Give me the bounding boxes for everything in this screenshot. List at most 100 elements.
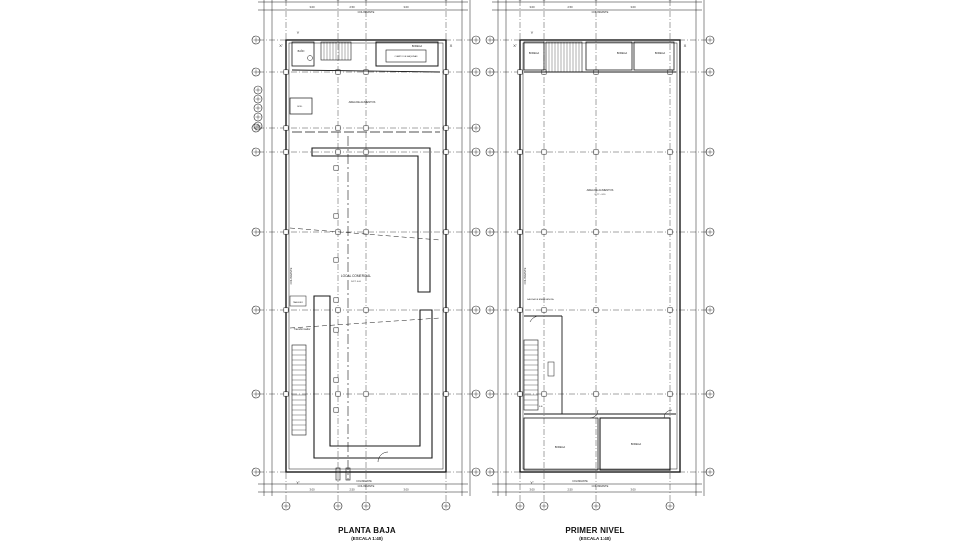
food-area-label: AREA DE ALIMENTOS — [349, 100, 376, 104]
door-swing — [377, 451, 389, 463]
door-swing — [529, 315, 541, 323]
structural-column — [443, 391, 449, 397]
column-marker — [333, 257, 339, 263]
axis-letter: X' — [279, 43, 283, 48]
structural-column — [283, 307, 289, 313]
axis-bubble-bottom — [281, 501, 291, 511]
axis-bubble-right — [705, 147, 715, 157]
stair-tag: S.E. — [539, 406, 544, 408]
structural-column — [283, 69, 289, 75]
tablero-label: TABLERO — [293, 301, 303, 304]
axis-bubble-bottom — [591, 501, 601, 511]
primer-nivel-title: PRIMER NIVEL — [565, 526, 625, 535]
counter-upper — [311, 147, 431, 293]
colindante-side-label: COLINDANTE — [523, 267, 527, 284]
axis-letter: X — [450, 43, 453, 48]
exterior-wall — [519, 39, 681, 473]
axis-bubble-right — [705, 35, 715, 45]
machine-room-box — [385, 49, 427, 63]
axis-bubble-bottom — [361, 501, 371, 511]
detail-bubble — [253, 112, 263, 122]
structural-column — [443, 229, 449, 235]
bodega-room — [375, 41, 439, 67]
structural-column — [443, 69, 449, 75]
column-marker — [333, 213, 339, 219]
axis-bubble-right — [471, 305, 481, 315]
bodega-3-label: BODEGA — [655, 52, 666, 55]
bodega-1-label: BODEGA — [529, 52, 540, 55]
primer-nivel-scale: (ESCALA 1:40) — [579, 536, 611, 541]
dimension-text: 2.50 — [567, 488, 573, 492]
structural-column — [541, 149, 547, 155]
dimension-text: 3.00 — [529, 488, 535, 492]
bathroom-room — [291, 41, 315, 67]
bodega-room-5 — [599, 417, 671, 471]
axis-bubble-right — [705, 305, 715, 315]
interior-wall-line — [522, 42, 678, 470]
structural-column — [283, 391, 289, 397]
food-area-label: AREA DE ALIMENTOS — [587, 188, 614, 192]
structural-column — [667, 149, 673, 155]
axis-bubble-right — [705, 467, 715, 477]
axis-bubble-right — [471, 389, 481, 399]
salida-emergencia-label: SALIDA DE EMERGENCIA — [527, 298, 554, 301]
structural-column — [335, 69, 341, 75]
colindante-top-label: COLINDANTE — [358, 10, 375, 14]
planta-baja-caption: PLANTA BAJA (ESCALA 1:40) — [322, 526, 412, 541]
axis-bubble-left — [251, 389, 261, 399]
structural-column — [517, 307, 523, 313]
axis-bubble-bottom — [665, 501, 675, 511]
level-label: N.P.T. 0.00 — [351, 281, 362, 283]
dimension-text: 3.00 — [403, 5, 409, 9]
structural-column — [335, 125, 341, 131]
axis-letter: Y — [297, 30, 300, 35]
dimension-text: 2.50 — [349, 5, 355, 9]
axis-bubble-right — [705, 227, 715, 237]
axis-letter: X' — [513, 43, 517, 48]
structural-column — [283, 149, 289, 155]
diagonal-dash — [289, 317, 441, 329]
structural-column — [443, 149, 449, 155]
structural-column — [593, 149, 599, 155]
dimension-text: 2.50 — [349, 488, 355, 492]
structural-column — [517, 69, 523, 75]
structural-column — [541, 307, 547, 313]
detail-bubble — [253, 103, 263, 113]
structural-column — [363, 229, 369, 235]
bodega-room-4 — [523, 417, 599, 471]
axis-bubble-left — [485, 35, 495, 45]
axis-bubble-left — [485, 67, 495, 77]
structural-column — [363, 69, 369, 75]
axis-letter: Y' — [530, 480, 534, 485]
axis-bubble-right — [471, 67, 481, 77]
axis-bubble-bottom — [539, 501, 549, 511]
axis-bubble-right — [471, 467, 481, 477]
structural-column — [443, 307, 449, 313]
bodega-5-label: BODEGA — [631, 443, 642, 446]
bodega-label: BODEGA — [412, 45, 423, 48]
electric-room — [289, 97, 313, 115]
dimension-text: 3.00 — [630, 488, 636, 492]
column-marker — [333, 377, 339, 383]
structural-column — [363, 125, 369, 131]
structural-column — [363, 391, 369, 397]
local-comercial-label: LOCAL COMERCIAL — [341, 274, 371, 278]
axis-bubble-left — [485, 389, 495, 399]
bodega-sub-label: CUARTO DE MAQUINAS — [395, 55, 419, 58]
structural-column — [283, 229, 289, 235]
structural-column — [517, 391, 523, 397]
bodega-room-1 — [523, 41, 545, 71]
planta-baja-title: PLANTA BAJA — [338, 526, 396, 535]
toilet-fixture — [307, 55, 313, 61]
entry-post — [335, 467, 341, 481]
axis-bubble-left — [485, 305, 495, 315]
exterior-wall — [285, 39, 447, 473]
axis-letter: Y — [531, 30, 534, 35]
axis-bubble-right — [471, 35, 481, 45]
structural-column — [283, 125, 289, 131]
structural-column — [335, 149, 341, 155]
top-partition — [291, 69, 441, 73]
colindante-side-label: COLINDANTE — [289, 267, 293, 284]
bodega-2-label: BODEGA — [617, 52, 628, 55]
